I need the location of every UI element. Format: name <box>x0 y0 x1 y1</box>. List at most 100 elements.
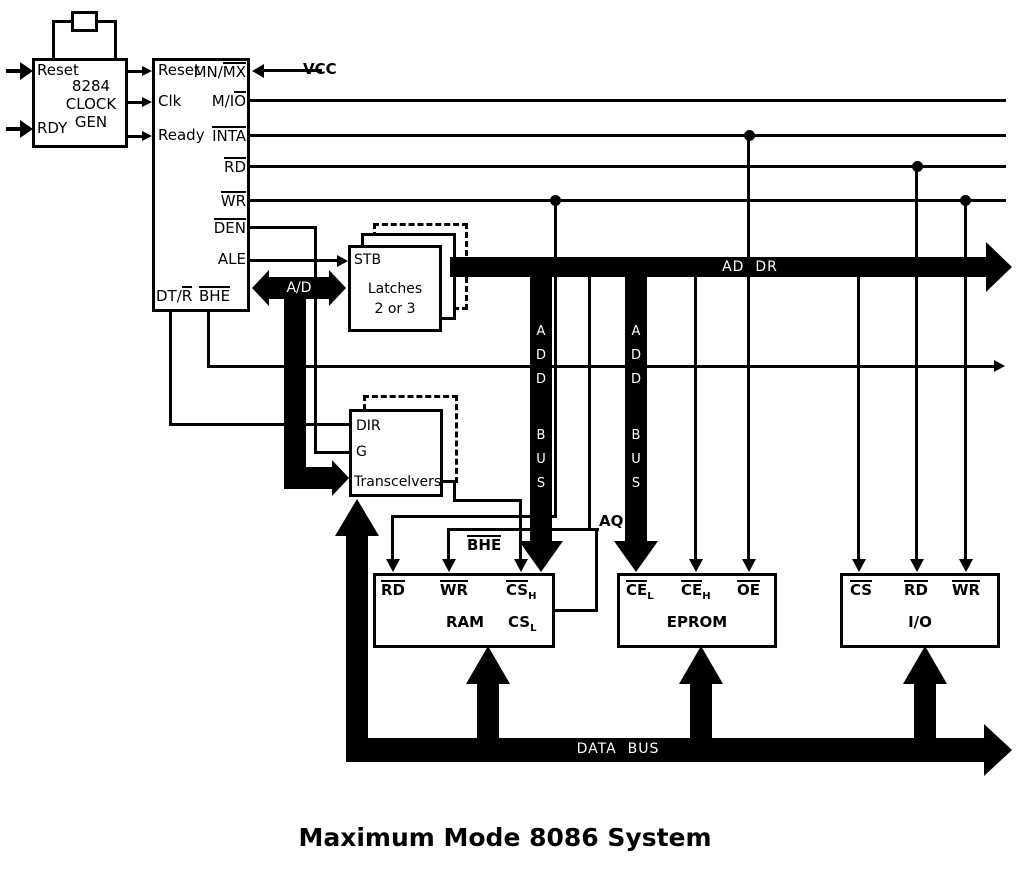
cpu-pin-dtr: DT/R <box>156 286 193 305</box>
clock-generator-block <box>32 58 128 148</box>
addr-bus-label: AD DR <box>722 259 778 275</box>
bhe-decode-label: BHE <box>467 535 502 554</box>
latch-name-1: Latches <box>367 281 423 297</box>
transceiver-pin-g: G <box>356 444 367 460</box>
eprom-riser-head <box>679 646 723 684</box>
arrow-ram-wr <box>442 559 456 572</box>
ram-block <box>373 573 555 648</box>
arrow-clk-reset <box>142 66 152 76</box>
arrow-bhe-end <box>994 360 1005 372</box>
wire-dtr-v <box>169 312 172 426</box>
io-pin-cs: CS <box>850 580 873 599</box>
add-bus-right-body <box>625 277 647 541</box>
crystal-lead-left-h <box>52 20 74 23</box>
eprom-pin-cel: CEL <box>626 580 654 602</box>
wire-den-v <box>314 226 317 454</box>
ad-drop-head <box>332 460 349 496</box>
cpu-pin-reset: Reset <box>158 61 200 79</box>
arrow-io-cs <box>852 559 866 572</box>
crystal-lead-right <box>114 20 117 60</box>
cpu-block <box>152 58 250 312</box>
diagram-title: Maximum Mode 8086 System <box>298 823 712 852</box>
arrow-ale-stb <box>337 255 348 267</box>
ram-riser-head <box>466 646 510 684</box>
wire-rd-line <box>250 165 1006 168</box>
add-bus-left-head <box>519 541 563 572</box>
wire-ram-wr-h <box>447 528 599 531</box>
ram-pin-rd: RD <box>381 580 406 599</box>
wire-csl-loop-h <box>555 609 598 612</box>
latch-block-front <box>348 245 442 332</box>
wire-wr-line <box>250 199 1006 202</box>
add-bus-left-body <box>530 277 552 541</box>
wire-mio-line <box>250 99 1006 102</box>
cpu-pin-bhe: BHE <box>199 286 231 305</box>
transceiver-name: Transcelvers <box>354 474 442 490</box>
wire-ram-wr-v1 <box>588 277 591 531</box>
arrow-eprom-oe <box>742 559 756 572</box>
ad-bus-head-right <box>329 270 346 306</box>
clock-name-2: GEN <box>74 113 108 131</box>
ad-drop-vertical <box>284 295 306 489</box>
wire-bhe-v <box>207 312 210 368</box>
clock-name-1: CLOCK <box>65 95 117 113</box>
vcc-label: VCC <box>303 60 337 78</box>
wire-eprom-ceh-v <box>694 277 697 560</box>
cpu-pin-mio: M/IO <box>211 91 246 110</box>
transceiver-pin-dir: DIR <box>356 418 381 434</box>
ad-drop-horizontal <box>284 467 332 489</box>
ad-bus-body <box>268 277 330 299</box>
wire-vcc <box>262 69 322 72</box>
latch-pin-stb: STB <box>354 252 382 268</box>
arrow-rdy-in <box>20 120 33 138</box>
arrow-clk-ready <box>142 131 152 141</box>
wire-den-h1 <box>250 226 317 229</box>
cpu-pin-inta: INTA <box>212 126 246 145</box>
add-bus-right-head <box>614 541 658 572</box>
wire-csh-v1 <box>453 482 456 502</box>
wire-ram-rd-v1 <box>554 200 557 518</box>
wire-ram-wr-v2 <box>447 528 450 560</box>
wire-io-rd-v <box>915 166 918 560</box>
clock-model: 8284 <box>71 77 111 95</box>
wire-clk-clk <box>128 101 144 104</box>
cpu-pin-ready: Ready <box>158 126 205 144</box>
cpu-pin-wr: WR <box>220 191 246 210</box>
wire-csh-h <box>453 499 522 502</box>
addr-bus-body <box>450 257 986 277</box>
wire-den-h2 <box>314 451 349 454</box>
wire-clk-ready <box>128 135 144 138</box>
transceiver-riser-head <box>335 499 379 536</box>
transceiver-back-tick <box>443 480 458 483</box>
ram-pin-csl: CSL <box>508 613 537 634</box>
cpu-pin-rd: RD <box>224 157 246 176</box>
arrow-clk-clk <box>142 97 152 107</box>
crystal <box>71 11 98 32</box>
arrow-io-rd <box>910 559 924 572</box>
io-pin-wr: WR <box>952 580 981 599</box>
ad-bus-head-left <box>252 270 269 306</box>
transceiver-block-front <box>349 409 443 497</box>
arrow-ram-rd <box>386 559 400 572</box>
wire-bhe-h <box>207 365 996 368</box>
wire-reset-in <box>6 69 22 73</box>
ad-bus-label: A/D <box>286 280 312 296</box>
data-bus-head <box>984 724 1012 776</box>
wire-csh-v2 <box>519 499 522 560</box>
add-bus-left-letters-top: A D D <box>535 324 546 387</box>
crystal-lead-left <box>52 20 55 60</box>
eprom-pin-oe: OE <box>737 580 760 599</box>
arrow-reset-in <box>20 62 33 80</box>
arrow-vcc <box>252 64 264 78</box>
wire-ram-rd-v2 <box>391 515 394 560</box>
latch-name-2: 2 or 3 <box>374 301 416 317</box>
data-bus-label: DATA BUS <box>576 741 660 757</box>
eprom-pin-ceh: CEH <box>681 580 711 602</box>
ram-pin-wr: WR <box>440 580 469 599</box>
wire-csl-loop-v <box>595 528 598 612</box>
clock-pin-reset: Reset <box>37 61 79 79</box>
data-bus-body <box>346 738 984 762</box>
wire-ram-rd-h <box>391 515 557 518</box>
add-bus-left-letters-bottom: B U S <box>536 428 546 491</box>
wire-dtr-h <box>169 423 349 426</box>
